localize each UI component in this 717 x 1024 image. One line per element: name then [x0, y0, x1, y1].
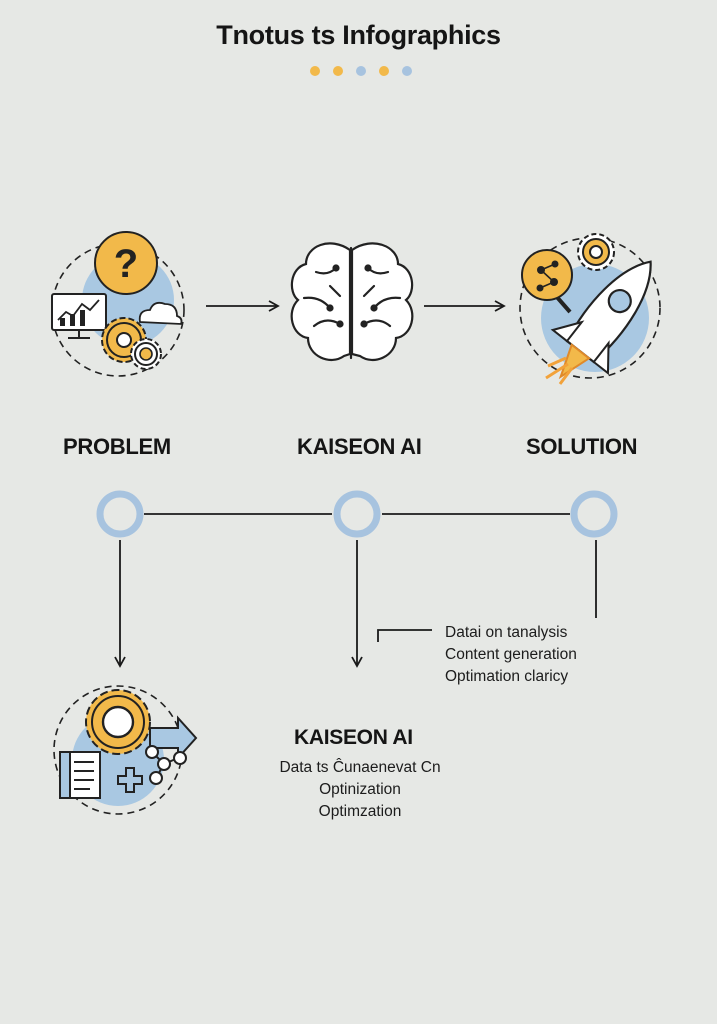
- dot-5: [402, 66, 412, 76]
- timeline-node-solution: [570, 490, 618, 538]
- dot-4: [379, 66, 389, 76]
- network-nodes-icon: [145, 745, 187, 785]
- gear-workflow-icon: [53, 685, 198, 815]
- brain-icon: [290, 242, 414, 362]
- question-icon: ?: [94, 231, 158, 295]
- cloud-icon: [138, 301, 183, 325]
- monitor-chart-icon: [51, 293, 107, 339]
- timeline-node-ai: [333, 490, 381, 538]
- bottom-title: KAISEON AI: [294, 726, 413, 749]
- timeline-node-problem: [96, 490, 144, 538]
- bottom-lines: Data ts Ĉunaenevat Cn Optinization Optim…: [250, 757, 470, 823]
- feature-item: Optimation clariсy: [445, 668, 569, 685]
- step-label-solution: SOLUTION: [526, 434, 638, 459]
- dot-1: [310, 66, 320, 76]
- small-gear-icon: [577, 233, 615, 271]
- dot-3: [356, 66, 366, 76]
- step-label-problem: PROBLEM: [63, 434, 171, 459]
- rocket-icon: [519, 233, 661, 385]
- bottom-line: Data ts Ĉunaenevat Cn: [279, 759, 441, 776]
- problem-cluster-icon: ?: [51, 231, 185, 377]
- page-title: Tnotus ts Infographics: [216, 20, 501, 50]
- svg-text:?: ?: [114, 242, 138, 286]
- step-label-kaiseon-ai: KAISEON AI: [297, 434, 422, 459]
- decorative-dots: [308, 66, 418, 78]
- feature-item: Datai on tanalysis: [445, 624, 568, 641]
- network-magnifier-icon: [521, 249, 573, 314]
- bracket-features: [377, 629, 432, 642]
- bottom-line: Optinization: [319, 781, 401, 798]
- bottom-line: Optimzation: [318, 803, 402, 820]
- plus-icon: [117, 767, 143, 793]
- dot-2: [333, 66, 343, 76]
- features-list: Datai on tanalysis Content generation Op…: [445, 622, 577, 688]
- gears-icon: [101, 317, 162, 370]
- document-icon: [59, 751, 101, 799]
- feature-item: Content generation: [445, 646, 577, 663]
